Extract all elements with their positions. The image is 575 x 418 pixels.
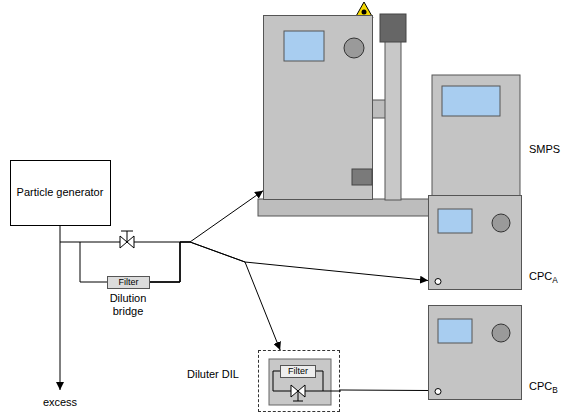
device-detail <box>429 306 521 399</box>
device-label: Diluter DIL <box>187 368 239 381</box>
panel-detail <box>269 359 331 405</box>
flow-line <box>60 226 107 282</box>
outlet-label: excess <box>30 396 90 409</box>
text-label: Dilution bridge <box>110 292 147 317</box>
cpc-unit: CPCB <box>428 305 522 400</box>
diluter-box: Diluter DILFilter <box>258 350 340 412</box>
dma-column <box>385 40 401 200</box>
screen <box>442 86 500 116</box>
flow-line <box>150 242 428 282</box>
device-label: CPCA <box>529 270 558 286</box>
excess-line <box>60 242 61 390</box>
device-label: SMPS <box>529 143 560 156</box>
panel-detail <box>438 209 472 233</box>
knob-symbol <box>492 324 510 342</box>
bridge-label: Dilution bridge <box>97 292 159 318</box>
smps-coupler <box>372 100 386 118</box>
panel-detail <box>284 31 324 61</box>
knob-symbol <box>435 389 441 395</box>
device-detail <box>429 196 521 289</box>
flow-line <box>150 242 280 350</box>
smps-unit: SMPS <box>263 15 373 200</box>
box-label: Particle generator <box>17 186 104 199</box>
box-label: Filter <box>119 277 139 288</box>
smps-controller <box>432 75 520 200</box>
cpc-unit: CPCA <box>428 195 522 290</box>
device-detail <box>264 16 372 199</box>
generator-box: Particle generator <box>10 160 111 226</box>
box-label: Filter <box>288 366 308 377</box>
device-detail <box>259 351 339 411</box>
filter-box: Filter <box>107 276 150 289</box>
valve-stem <box>121 231 133 242</box>
panel-detail <box>438 319 472 343</box>
device-label: CPCB <box>529 380 558 396</box>
radiation-symbol <box>362 10 367 15</box>
flow-line <box>150 191 263 282</box>
knob-symbol <box>492 214 510 232</box>
line-detail <box>293 391 303 401</box>
filter-box: Filter <box>280 365 316 378</box>
knob-symbol <box>344 38 364 58</box>
text-label: excess <box>43 396 77 408</box>
panel-detail <box>352 169 372 185</box>
dma-cap <box>380 14 406 42</box>
knob-symbol <box>435 279 441 285</box>
flow-line <box>340 389 428 391</box>
